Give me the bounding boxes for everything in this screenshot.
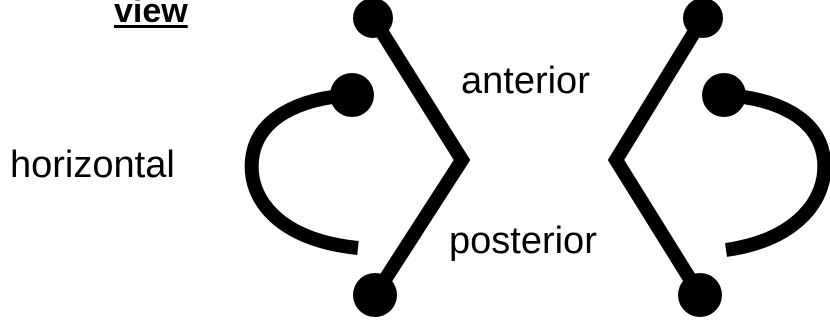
left-canal-group <box>252 0 462 317</box>
right-bottom-dot <box>678 273 722 317</box>
right-arc-dot <box>702 73 746 117</box>
right-canal-group <box>616 0 824 317</box>
right-chevron-line <box>616 18 703 295</box>
left-arc-dot <box>330 73 374 117</box>
right-horizontal-arc <box>724 95 824 250</box>
left-horizontal-arc <box>252 95 358 248</box>
left-bottom-dot <box>353 273 397 317</box>
left-chevron-line <box>373 18 462 295</box>
